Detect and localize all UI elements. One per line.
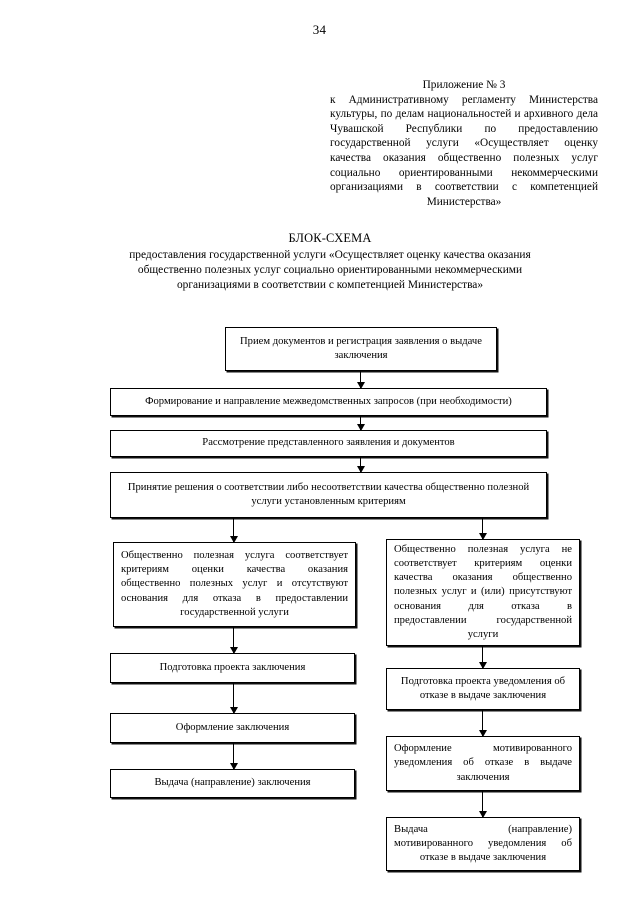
flow-node-deliver-refusal-notice: Выдача (направление) мотивированного уве…: [386, 817, 580, 871]
flow-node-interagency-requests: Формирование и направление межведомствен…: [110, 388, 547, 416]
flow-node-deliver-refusal-notice-label: Выдача (направление) мотивированного уве…: [394, 823, 572, 864]
arrow-intake-to-requests: [360, 371, 361, 388]
appendix-title: Приложение № 3: [422, 79, 506, 91]
scheme-title: БЛОК-СХЕМА: [288, 231, 372, 245]
flow-node-decision: Принятие решения о соответствии либо нес…: [110, 472, 547, 518]
arrow-negative-to-draft-refusal: [482, 646, 483, 668]
flow-node-issue-conclusion: Оформление заключения: [110, 713, 355, 743]
arrow-issue-to-deliver-refusal: [482, 791, 483, 817]
scheme-heading: БЛОК-СХЕМА предоставления государственно…: [110, 230, 550, 294]
appendix-reference-block: Приложение № 3 к Административному регла…: [330, 78, 598, 209]
flow-node-deliver-conclusion-label: Выдача (направление) заключения: [154, 777, 311, 789]
flow-node-intake: Прием документов и регистрация заявления…: [225, 327, 497, 371]
flow-node-draft-conclusion: Подготовка проекта заключения: [110, 653, 355, 683]
flow-node-decision-label: Принятие решения о соответствии либо нес…: [127, 481, 530, 507]
arrow-draft-to-issue-refusal: [482, 710, 483, 736]
arrow-issue-to-deliver-conclusion: [233, 743, 234, 769]
arrow-draft-to-issue-conclusion: [233, 683, 234, 713]
flow-node-review-label: Рассмотрение представленного заявления и…: [202, 437, 455, 449]
arrow-requests-to-review: [360, 416, 361, 430]
flow-node-draft-refusal-notice-label: Подготовка проекта уведомления об отказе…: [400, 675, 566, 701]
flow-node-deliver-conclusion: Выдача (направление) заключения: [110, 769, 355, 798]
flow-node-interagency-requests-label: Формирование и направление межведомствен…: [145, 395, 512, 407]
appendix-body: к Административному регламенту Министерс…: [330, 93, 598, 208]
scheme-subtitle: предоставления государственной услуги «О…: [129, 249, 531, 292]
flow-node-review: Рассмотрение представленного заявления и…: [110, 430, 547, 457]
arrow-decision-to-negative: [482, 518, 483, 539]
flow-node-issue-conclusion-label: Оформление заключения: [175, 721, 290, 733]
page-number: 34: [312, 22, 327, 37]
flow-node-branch-positive-label: Общественно полезная услуга соответствуе…: [121, 549, 348, 618]
flow-node-draft-refusal-notice: Подготовка проекта уведомления об отказе…: [386, 668, 580, 710]
arrow-decision-to-positive: [233, 518, 234, 542]
flow-node-branch-negative: Общественно полезная услуга не соответст…: [386, 539, 580, 646]
flow-node-issue-refusal-notice-label: Оформление мотивированного уведомления о…: [394, 743, 572, 783]
flow-node-issue-refusal-notice: Оформление мотивированного уведомления о…: [386, 736, 580, 791]
flow-node-draft-conclusion-label: Подготовка проекта заключения: [159, 661, 306, 673]
arrow-positive-to-draft-conclusion: [233, 627, 234, 653]
flow-node-branch-negative-label: Общественно полезная услуга не соответст…: [394, 543, 572, 641]
flow-node-branch-positive: Общественно полезная услуга соответствуе…: [113, 542, 356, 627]
flow-node-intake-label: Прием документов и регистрация заявления…: [240, 335, 482, 361]
arrow-review-to-decision: [360, 457, 361, 472]
